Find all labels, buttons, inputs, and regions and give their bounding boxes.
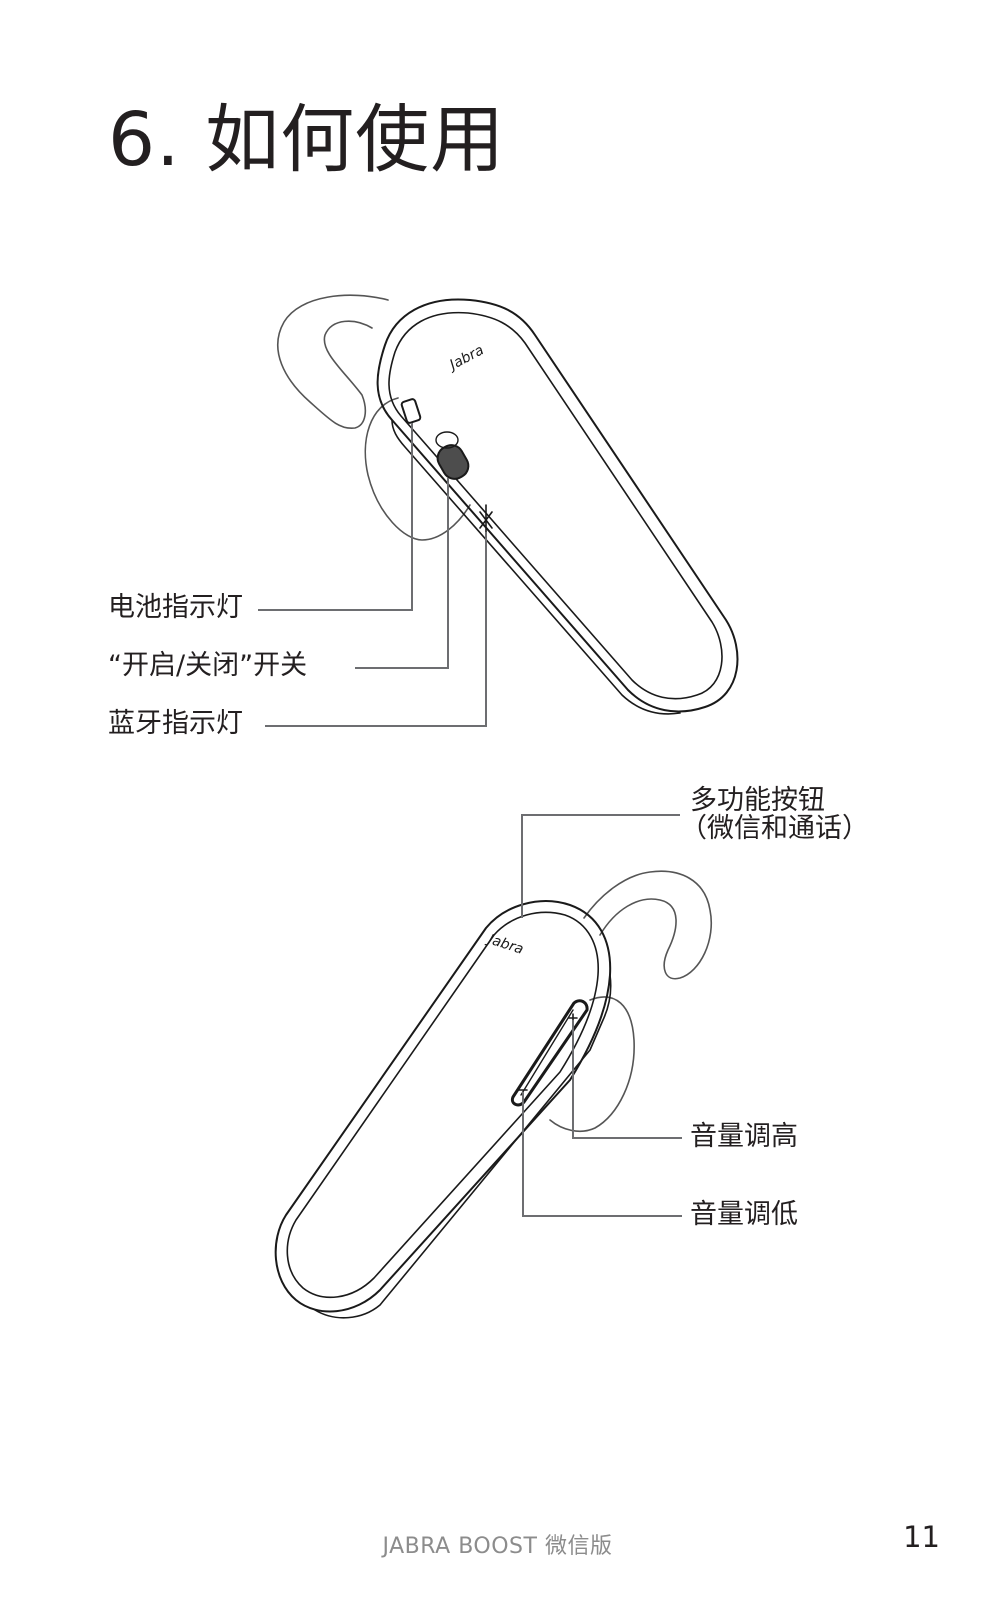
footer-product-name: JABRA BOOST 微信版 xyxy=(382,1534,613,1559)
bottom-leader-lines xyxy=(521,814,682,1217)
top-leader-lines xyxy=(258,423,487,727)
page-title: 6. 如何使用 xyxy=(108,97,506,183)
volume-rocker-inner xyxy=(520,1009,574,1096)
bottom-logo: Jabra xyxy=(483,931,525,958)
power-switch-track xyxy=(435,431,459,449)
page-number: 11 xyxy=(903,1520,940,1554)
top-ear-bud xyxy=(364,397,471,541)
switch-leader-line xyxy=(355,478,449,669)
top-body-side xyxy=(391,419,681,715)
battery-indicator-icon xyxy=(400,398,422,424)
battery-indicator-label: 电池指示灯 xyxy=(108,592,243,623)
top-ear-hook xyxy=(276,294,389,429)
volume-up-label: 音量调高 xyxy=(690,1121,798,1152)
bottom-body-outer xyxy=(274,900,612,1313)
bottom-body-inner xyxy=(286,911,599,1299)
top-body-inner xyxy=(388,311,723,700)
bottom-headset xyxy=(274,870,712,1319)
multifunction-button-sublabel: （微信和通话） xyxy=(680,813,869,844)
multifunction-leader-line xyxy=(521,814,680,918)
top-logo: Jabra xyxy=(445,342,487,374)
multifunction-button-label: 多功能按钮 xyxy=(690,785,825,816)
bluetooth-icon xyxy=(479,504,493,536)
bluetooth-leader-line xyxy=(265,532,487,727)
bluetooth-indicator-label: 蓝牙指示灯 xyxy=(108,708,243,739)
bottom-body-side xyxy=(314,974,612,1319)
bottom-ear-hook xyxy=(583,870,712,980)
power-switch-label: “开启/关闭”开关 xyxy=(108,650,308,681)
volume-down-label: 音量调低 xyxy=(690,1199,798,1230)
volume-up-leader-line xyxy=(572,1020,682,1139)
bottom-ear-bud xyxy=(549,996,635,1132)
top-body-outer xyxy=(376,298,739,713)
battery-leader-line xyxy=(258,423,413,611)
top-headset xyxy=(276,294,739,715)
volume-down-leader-line xyxy=(522,1092,682,1217)
